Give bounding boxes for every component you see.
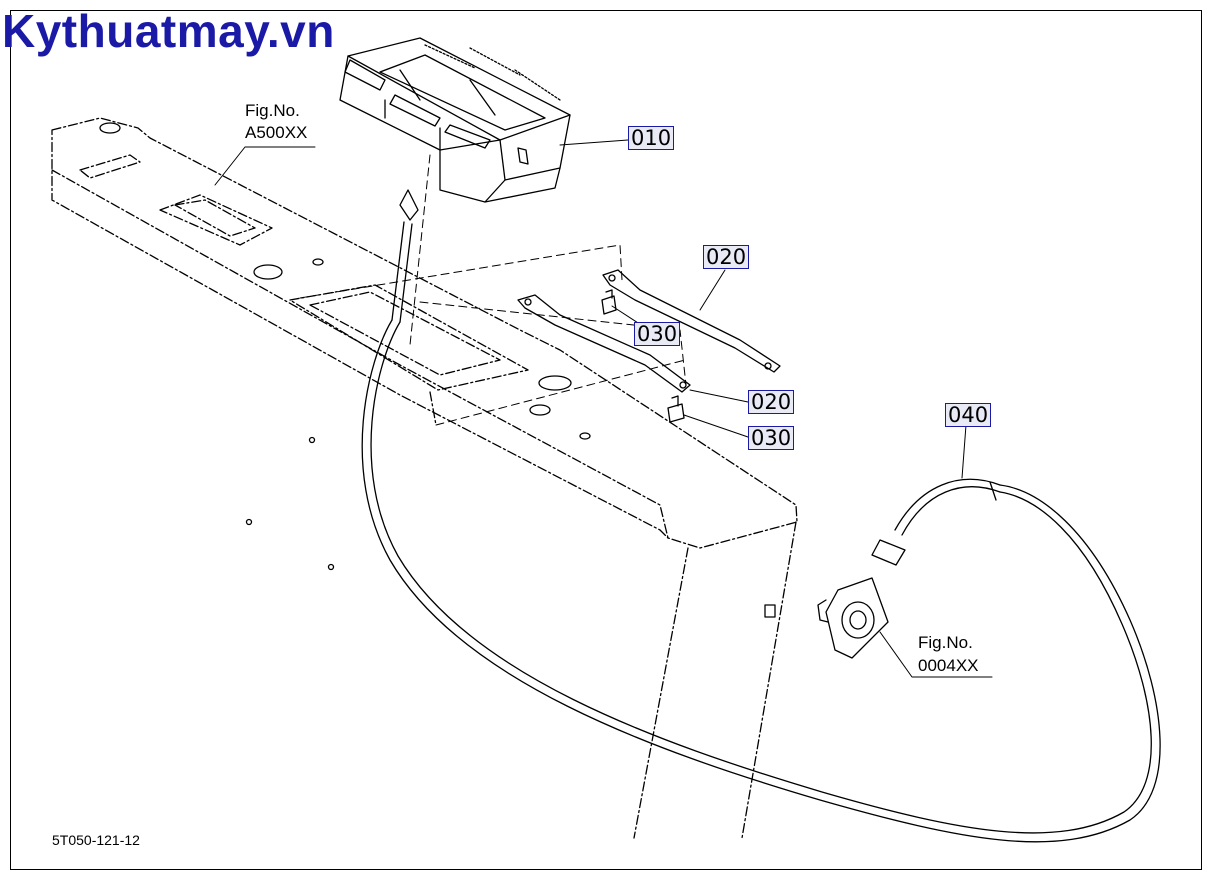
callout-020-upper[interactable]: 020 bbox=[703, 245, 750, 269]
panel-holes bbox=[99, 122, 776, 618]
fig-ref-a500-number: A500XX bbox=[245, 123, 308, 142]
speedometer-cable bbox=[361, 189, 1161, 843]
drawing-frame bbox=[10, 10, 1202, 870]
bolt-lower bbox=[667, 395, 685, 423]
fig-ref-0004-label: Fig.No. bbox=[918, 633, 973, 652]
assembly-guide-lines bbox=[299, 154, 687, 426]
bolt-upper bbox=[601, 289, 617, 315]
leader-lines bbox=[214, 139, 993, 678]
callout-030-upper[interactable]: 030 bbox=[634, 322, 681, 346]
callout-030-lower[interactable]: 030 bbox=[748, 426, 795, 450]
cable-drive-housing bbox=[817, 577, 889, 659]
dashboard-panel bbox=[51, 117, 798, 839]
stay-upper bbox=[602, 269, 781, 373]
callout-020-lower[interactable]: 020 bbox=[748, 390, 795, 414]
callout-040[interactable]: 040 bbox=[945, 403, 992, 427]
fig-ref-0004-number: 0004XX bbox=[918, 656, 979, 675]
callout-010[interactable]: 010 bbox=[628, 126, 675, 150]
instrument-cluster bbox=[339, 37, 571, 203]
drawing-code: 5T050-121-12 bbox=[52, 832, 140, 848]
fig-ref-a500-label: Fig.No. bbox=[245, 101, 300, 120]
watermark-brand: Kythuatmay.vn bbox=[2, 5, 335, 57]
